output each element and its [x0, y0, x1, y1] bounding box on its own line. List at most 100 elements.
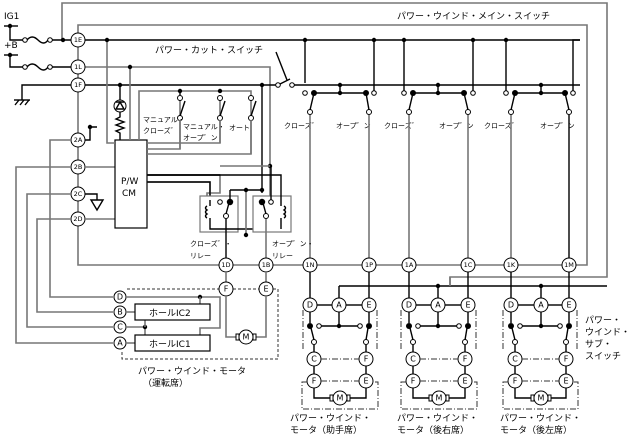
fuse-battery-terminal	[22, 64, 28, 70]
svg-text:1F: 1F	[74, 81, 82, 89]
svg-text:1A: 1A	[405, 261, 414, 269]
resistor-icon	[114, 112, 126, 140]
driver-motor-label-2: （運転席）	[143, 377, 188, 389]
svg-text:M: M	[337, 394, 344, 403]
svg-text:E: E	[366, 301, 371, 310]
sub-switch-label-3: サブ・	[585, 338, 612, 350]
driver-motor-connector-D: D	[113, 290, 127, 304]
switch-manual-close	[177, 88, 186, 121]
svg-text:E: E	[263, 285, 268, 294]
svg-text:F: F	[312, 377, 317, 386]
main-switch-label: パワー・ウインド・メイン・スイッチ	[397, 11, 550, 22]
close-label-1: クローズ゛	[284, 121, 319, 130]
connector-1L: 1L	[70, 59, 86, 75]
svg-text:D: D	[307, 301, 313, 310]
main-switch-door-2	[401, 37, 476, 115]
open-label-1: オープ゛ン	[336, 122, 371, 130]
driver-motor-connector-C: C	[113, 320, 127, 334]
connector-1P: 1P	[361, 257, 377, 273]
passenger-motor-label-2: モータ（助手席）	[290, 424, 362, 436]
ig1-label: IG1	[4, 12, 19, 22]
svg-text:F: F	[364, 355, 369, 364]
signal-ground-icon	[89, 199, 105, 212]
svg-text:ホールIC2: ホールIC2	[149, 308, 191, 319]
fuse-battery-icon	[26, 63, 49, 71]
connector-1K: 1K	[503, 257, 519, 273]
connector-1D: 1D	[218, 257, 234, 273]
battery-label: +B	[4, 41, 18, 51]
svg-text:1K: 1K	[507, 261, 516, 269]
manual-close-label-2: クローズ゛	[143, 126, 178, 135]
svg-text:E: E	[363, 377, 368, 386]
svg-text:2D: 2D	[73, 215, 82, 223]
svg-text:C: C	[410, 355, 416, 364]
svg-text:D: D	[117, 293, 123, 302]
svg-text:1M: 1M	[564, 261, 574, 269]
close-relay	[199, 190, 262, 233]
svg-text:1P: 1P	[365, 261, 373, 269]
driver-motor-connector-E: E	[258, 281, 274, 297]
pw-cm-label-1: P/W	[121, 177, 138, 187]
fuse-ig1-terminal	[22, 37, 28, 43]
rear-right-motor-label-2: モータ（後右席）	[397, 424, 469, 436]
sub-switch-label-1: パワー・	[585, 315, 621, 326]
svg-text:M: M	[436, 394, 443, 403]
svg-text:D: D	[508, 301, 514, 310]
svg-text:1C: 1C	[464, 261, 473, 269]
connector-1C: 1C	[460, 257, 476, 273]
svg-text:1D: 1D	[221, 261, 230, 269]
svg-text:A: A	[336, 301, 342, 310]
driver-motor-icon: M	[235, 329, 257, 345]
svg-text:C: C	[311, 355, 317, 364]
svg-text:F: F	[411, 377, 416, 386]
main-switch-door-1	[302, 37, 377, 115]
close-label-3: クローズ゛	[484, 121, 519, 130]
sub-switch-rear-left: D A E C F F E M	[502, 272, 579, 410]
svg-text:M: M	[538, 394, 545, 403]
connector-1A: 1A	[401, 257, 417, 273]
switch-auto	[248, 95, 257, 121]
svg-text:1L: 1L	[74, 63, 82, 71]
close-relay-label-2: リレー	[190, 252, 211, 260]
sub-switch-rear-right: D A E C F F E M	[400, 272, 478, 410]
svg-text:2C: 2C	[74, 190, 83, 198]
hall-ic2: ホールIC2	[134, 303, 211, 321]
open-label-3: オープ゛ン	[540, 122, 575, 130]
connector-1F: 1F	[70, 77, 86, 93]
rear-left-motor-label-2: モータ（後左席）	[500, 424, 572, 436]
driver-motor-enclosure	[121, 288, 279, 360]
connector-1N: 1N	[302, 257, 318, 273]
svg-text:A: A	[538, 301, 544, 310]
rear-right-motor-icon	[431, 390, 447, 406]
svg-text:B: B	[117, 308, 123, 317]
connector-2A: 2A	[70, 132, 86, 148]
passenger-motor-icon	[332, 390, 348, 406]
svg-text:2A: 2A	[74, 136, 83, 144]
sub-switch-passenger: D A E C F F E M	[301, 272, 379, 410]
close-relay-label-1: クローズ゛・	[190, 239, 232, 248]
svg-text:A: A	[435, 301, 441, 310]
pw-cm-box	[114, 139, 148, 229]
svg-text:ホールIC1: ホールIC1	[149, 339, 191, 350]
svg-text:E: E	[462, 377, 467, 386]
connector-2D: 2D	[70, 211, 86, 227]
fuse-ig1-icon	[26, 36, 49, 44]
driver-motor-connector-A: A	[113, 336, 127, 350]
rear-left-motor-label-1: パワー・ウインド・	[500, 413, 581, 424]
auto-label: オート	[229, 124, 250, 132]
connector-1M: 1M	[561, 257, 577, 273]
svg-text:F: F	[224, 285, 229, 294]
manual-open-label-2: オープ゛ン	[183, 134, 218, 142]
open-relay-label-2: リレー	[272, 252, 293, 260]
connector-2B: 2B	[70, 159, 86, 175]
svg-text:F: F	[513, 377, 518, 386]
open-label-2: オープ゛ン	[439, 122, 474, 130]
svg-text:F: F	[564, 355, 569, 364]
hall-ic1: ホールIC1	[134, 334, 211, 352]
power-cut-switch-label: パワー・カット・スイッチ	[155, 45, 263, 56]
rear-right-motor-label-1: パワー・ウインド・	[397, 413, 478, 424]
svg-text:E: E	[563, 377, 568, 386]
close-label-2: クローズ゛	[384, 121, 419, 130]
pw-cm-label-2: CM	[122, 189, 136, 199]
